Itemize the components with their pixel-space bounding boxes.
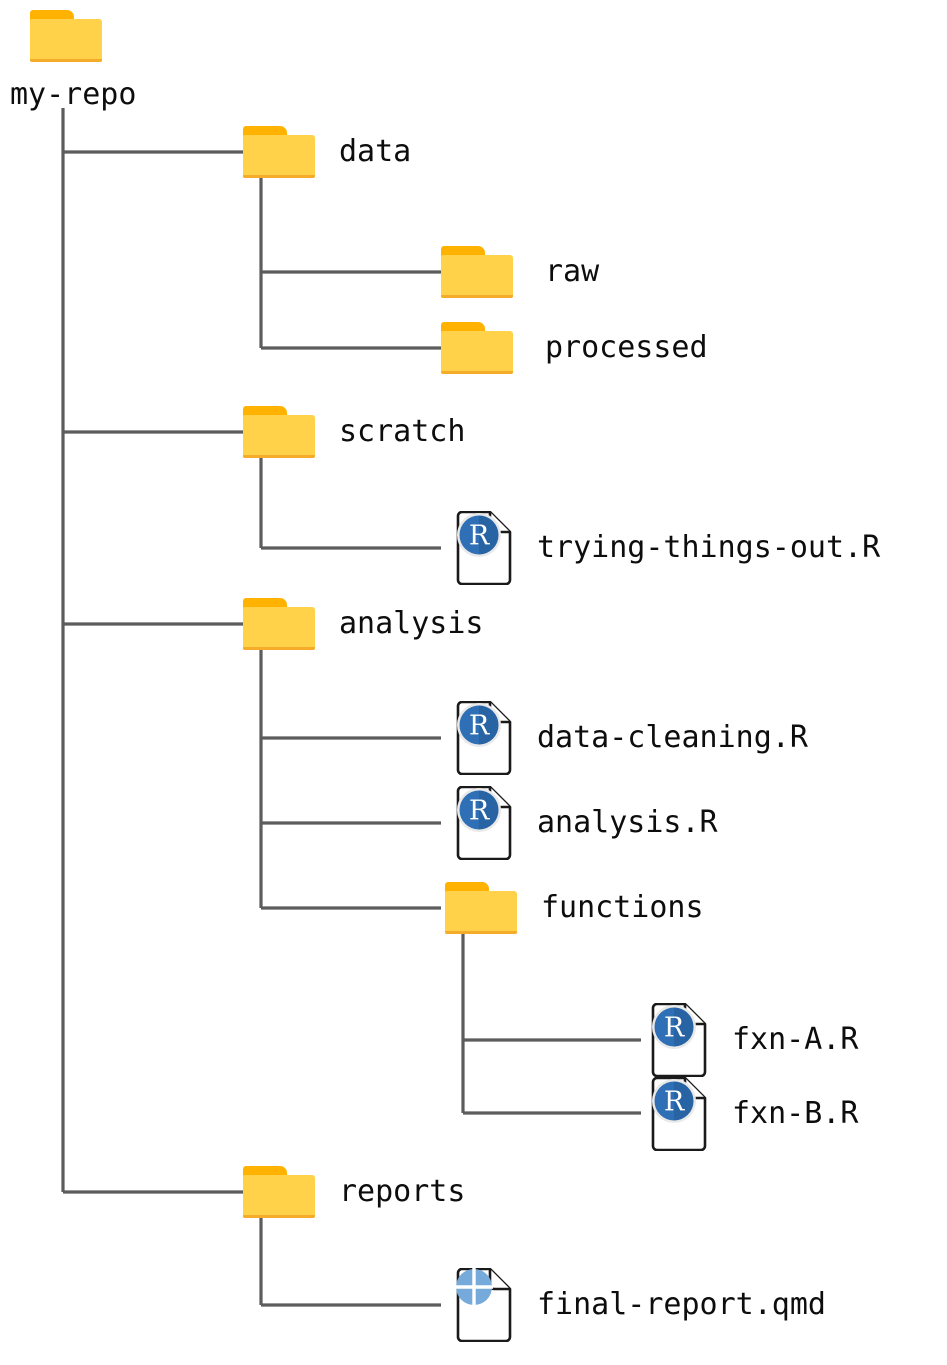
folder-icon — [243, 1166, 315, 1218]
tree-node-functions[interactable]: functions — [445, 882, 704, 934]
folder-icon — [243, 598, 315, 650]
tree-node-label: analysis — [339, 606, 484, 641]
r-file-icon: R — [455, 701, 513, 775]
tree-node-fxn-a[interactable]: R fxn-A.R — [650, 1003, 858, 1077]
svg-text:R: R — [469, 711, 490, 742]
tree-node-label: data — [339, 134, 412, 169]
tree-node-root-label: my-repo — [10, 77, 137, 112]
tree-node-data-cleaning[interactable]: R data-cleaning.R — [455, 701, 808, 775]
r-file-icon: R — [650, 1003, 708, 1077]
tree-node-root[interactable] — [30, 10, 102, 62]
tree-node-label: fxn-B.R — [732, 1096, 859, 1131]
tree-node-processed[interactable]: processed — [441, 322, 708, 374]
tree-node-label: analysis.R — [537, 805, 718, 840]
tree-node-scratch[interactable]: scratch — [243, 406, 465, 458]
r-file-icon: R — [455, 511, 513, 585]
tree-node-label: final-report.qmd — [537, 1287, 826, 1322]
tree-node-analysis[interactable]: analysis — [243, 598, 484, 650]
folder-icon — [30, 10, 102, 62]
tree-node-trying-things-out[interactable]: R trying-things-out.R — [455, 511, 880, 585]
tree-node-reports[interactable]: reports — [243, 1166, 465, 1218]
svg-text:R: R — [469, 796, 490, 827]
r-file-icon: R — [650, 1077, 708, 1151]
svg-text:R: R — [664, 1087, 685, 1118]
folder-icon — [441, 322, 513, 374]
folder-icon — [441, 246, 513, 298]
tree-node-raw[interactable]: raw — [441, 246, 599, 298]
quarto-file-icon — [455, 1268, 513, 1342]
tree-node-label: reports — [339, 1174, 466, 1209]
tree-node-label: fxn-A.R — [732, 1022, 859, 1057]
tree-node-final-report[interactable]: final-report.qmd — [455, 1268, 826, 1342]
svg-text:R: R — [664, 1013, 685, 1044]
svg-text:R: R — [469, 521, 490, 552]
tree-node-label: data-cleaning.R — [537, 720, 808, 755]
folder-icon — [243, 406, 315, 458]
tree-node-analysis-r[interactable]: R analysis.R — [455, 786, 718, 860]
r-file-icon: R — [455, 786, 513, 860]
tree-node-label: raw — [545, 254, 600, 289]
tree-node-label: functions — [541, 890, 704, 925]
tree-node-fxn-b[interactable]: R fxn-B.R — [650, 1077, 858, 1151]
tree-node-label: scratch — [339, 414, 466, 449]
tree-node-data[interactable]: data — [243, 126, 411, 178]
folder-icon — [243, 126, 315, 178]
tree-node-label: processed — [545, 330, 708, 365]
folder-icon — [445, 882, 517, 934]
tree-node-label: trying-things-out.R — [537, 530, 881, 565]
